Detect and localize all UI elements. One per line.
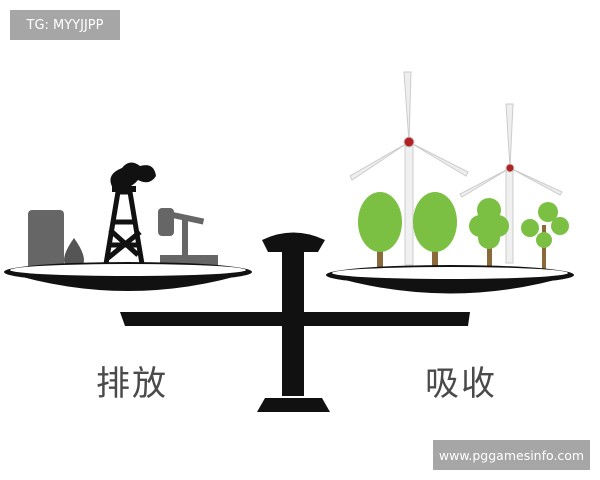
wind-turbine-icon — [349, 71, 563, 266]
pump-jack-icon — [158, 208, 218, 270]
right-scale-pan — [326, 265, 574, 294]
tree-icon — [358, 192, 569, 270]
watermark-top-left: TG: MYYJJPP — [10, 10, 120, 40]
absorption-label: 吸收 — [425, 364, 497, 404]
emission-label: 排放 — [96, 364, 168, 404]
oil-derrick-icon — [102, 162, 156, 271]
scale-stand — [120, 232, 470, 412]
oil-industry-icon — [28, 210, 84, 272]
left-scale-pan — [4, 262, 252, 291]
watermark-bottom-right: www.pggamesinfo.com — [433, 440, 590, 470]
